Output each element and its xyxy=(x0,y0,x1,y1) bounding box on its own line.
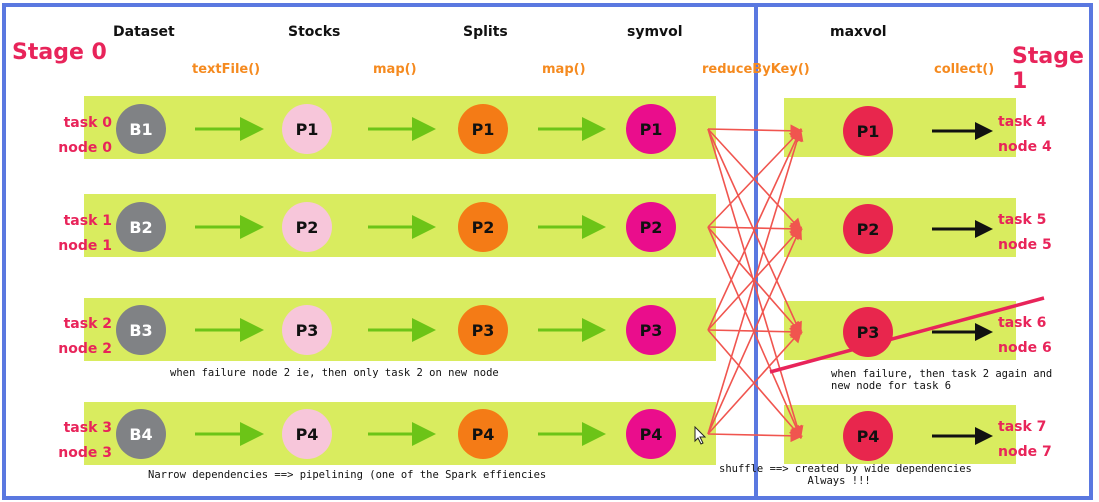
symvol-partition-node: P1 xyxy=(626,104,676,154)
mouse-cursor-icon xyxy=(694,426,707,445)
out-task-label-2: task 6 node 6 xyxy=(998,311,1068,361)
out-task-label-0: task 4 node 4 xyxy=(998,110,1068,160)
splits-partition-node: P2 xyxy=(458,202,508,252)
node-label: node 1 xyxy=(58,238,112,254)
splits-partition-node: P3 xyxy=(458,305,508,355)
dataset-block-node: B1 xyxy=(116,104,166,154)
maxvol-partition-node: P4 xyxy=(843,411,893,461)
narrow-dependency-note: Narrow dependencies ==> pipelining (one … xyxy=(148,469,547,481)
shuffle-arrow xyxy=(707,127,804,435)
node-label: node 0 xyxy=(58,140,112,156)
task-label: task 2 xyxy=(63,316,112,332)
dataset-block-node: B3 xyxy=(116,305,166,355)
shuffle-arrow xyxy=(707,128,803,228)
failure-strike-line xyxy=(769,296,1045,374)
shuffle-arrow xyxy=(707,429,804,443)
stocks-partition-node: P4 xyxy=(282,409,332,459)
task-label: task 3 xyxy=(63,420,112,436)
shuffle-arrow xyxy=(707,226,803,331)
dataset-block-node: B4 xyxy=(116,409,166,459)
op-collect: collect() xyxy=(934,62,995,77)
out-task-label-1: task 5 node 5 xyxy=(998,208,1068,258)
splits-partition-node: P4 xyxy=(458,409,508,459)
stocks-partition-node: P2 xyxy=(282,202,332,252)
maxvol-partition-node: P2 xyxy=(843,204,893,254)
shuffle-arrow xyxy=(707,128,802,331)
stage-1-label: Stage 1 xyxy=(1012,44,1084,94)
task-label: task 1 xyxy=(63,213,112,229)
dataset-block-node: B2 xyxy=(116,202,166,252)
shuffle-note: shuffle ==> created by wide dependencies… xyxy=(719,463,972,487)
node-label: node 6 xyxy=(998,340,1052,356)
node-label: node 4 xyxy=(998,139,1052,155)
col-header-symvol: symvol xyxy=(627,24,683,40)
node-label: node 2 xyxy=(58,341,112,357)
node-label: node 3 xyxy=(58,445,112,461)
task-label: task 0 xyxy=(63,115,112,131)
op-map-1: map() xyxy=(373,62,417,77)
stocks-partition-node: P1 xyxy=(282,104,332,154)
stage-1-box xyxy=(754,3,1093,500)
task-label: task 4 xyxy=(998,114,1047,130)
shuffle-arrow xyxy=(707,124,804,138)
task-label: task 5 xyxy=(998,212,1047,228)
shuffle-arrow xyxy=(707,222,804,236)
col-header-maxvol: maxvol xyxy=(830,24,887,40)
splits-partition-node: P1 xyxy=(458,104,508,154)
task-label-1: task 1 node 1 xyxy=(30,209,112,259)
task-label: task 7 xyxy=(998,419,1047,435)
node-label: node 7 xyxy=(998,444,1052,460)
symvol-partition-node: P4 xyxy=(626,409,676,459)
failure-note-right: when failure, then task 2 again and new … xyxy=(831,368,1053,392)
maxvol-partition-node: P3 xyxy=(843,307,893,357)
out-task-label-3: task 7 node 7 xyxy=(998,415,1068,465)
task-label-3: task 3 node 3 xyxy=(30,416,112,466)
shuffle-arrow xyxy=(707,329,803,435)
col-header-splits: Splits xyxy=(463,24,508,40)
task-label-0: task 0 node 0 xyxy=(30,111,112,161)
symvol-partition-node: P3 xyxy=(626,305,676,355)
col-header-dataset: Dataset xyxy=(113,24,175,40)
op-reducebykey: reduceByKey() xyxy=(702,62,810,77)
op-textfile: textFile() xyxy=(192,62,261,77)
op-map-2: map() xyxy=(542,62,586,77)
maxvol-partition-node: P1 xyxy=(843,106,893,156)
stage-0-label: Stage 0 xyxy=(12,40,107,65)
shuffle-arrow xyxy=(707,226,802,435)
symvol-partition-node: P2 xyxy=(626,202,676,252)
col-header-stocks: Stocks xyxy=(288,24,341,40)
task-label: task 6 xyxy=(998,315,1047,331)
node-label: node 5 xyxy=(998,237,1052,253)
task-label-2: task 2 node 2 xyxy=(30,312,112,362)
failure-note-left: when failure node 2 ie, then only task 2… xyxy=(170,367,499,379)
stocks-partition-node: P3 xyxy=(282,305,332,355)
